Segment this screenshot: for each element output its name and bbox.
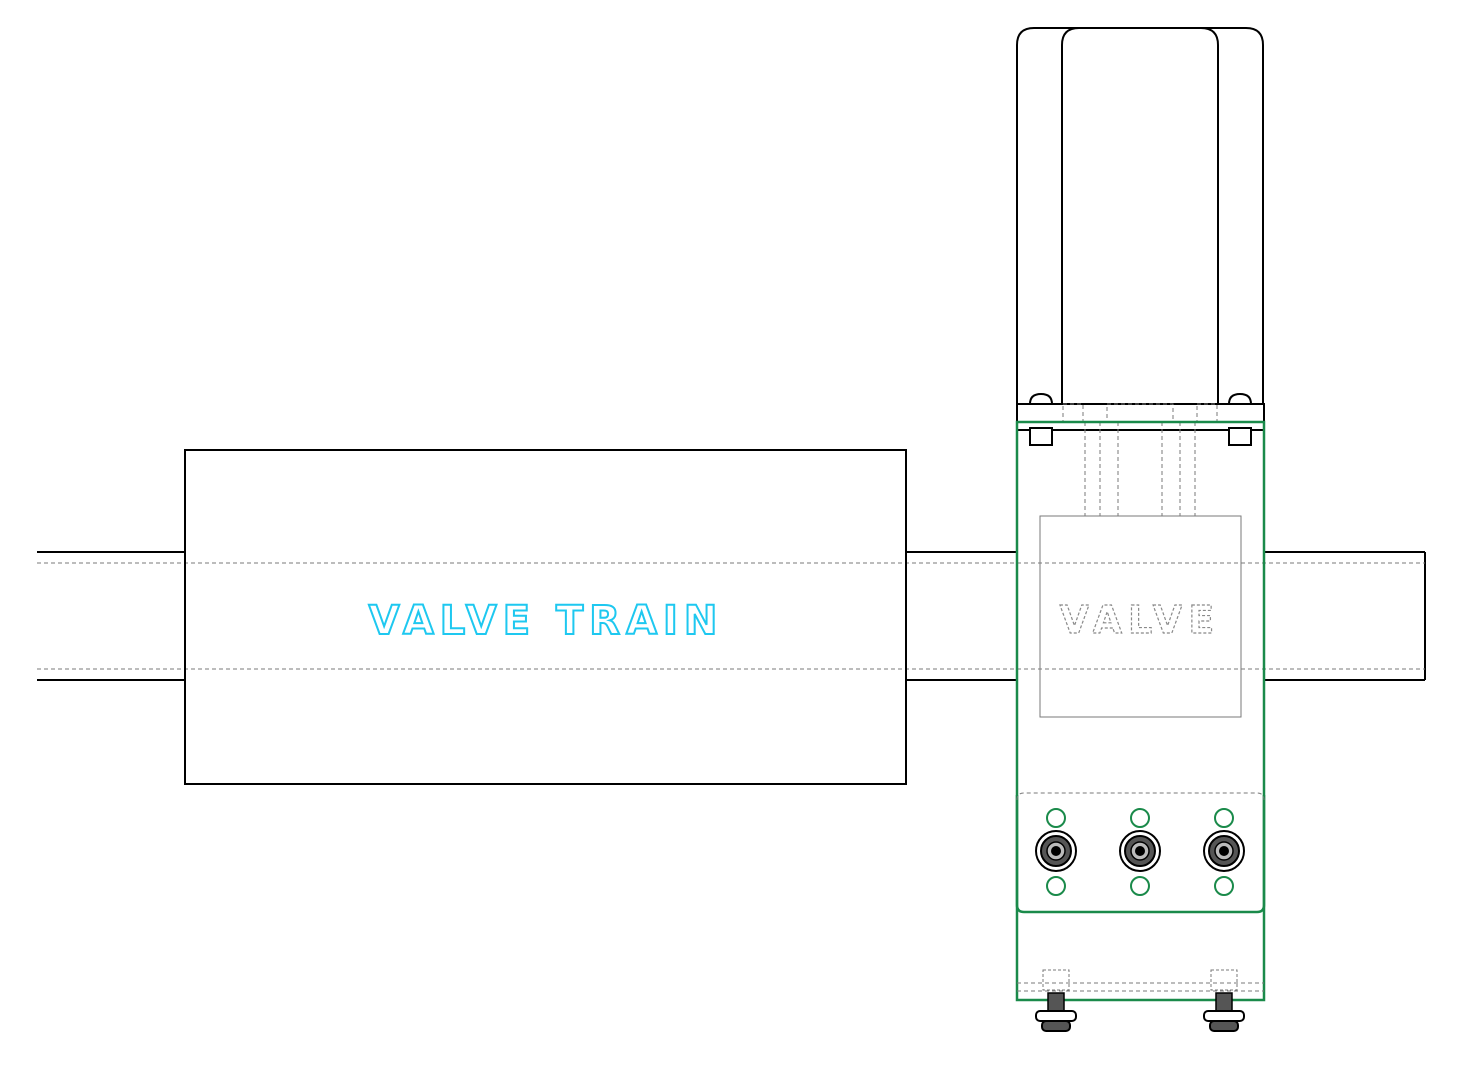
mounting-bolt-right-nut [1209,1020,1239,1032]
mounting-bolt-left-shank [1047,992,1065,1012]
port-fitting-1-bottom-hole [1046,876,1066,896]
actuator-bolt-right-nut [1228,427,1252,446]
port-fitting-3-top-hole [1214,808,1234,828]
mounting-bolt-left-washer [1035,1010,1077,1022]
valve-inner-block [1039,515,1242,718]
pipe-bore-hidden-lines [37,562,1425,670]
valve-core [1039,515,1242,718]
mounting-bolt-right [1203,969,1245,1032]
actuator-bolt-left-nut [1029,427,1053,446]
valve-port-panel [1015,795,1266,914]
pipe [37,551,1426,681]
mounting-bolt-left [1035,969,1077,1032]
mounting-bolt-right-hidden-head [1210,969,1238,991]
actuator-bolts [1028,392,1253,446]
stem-right-guide [1196,403,1218,423]
stem-collar [1106,403,1174,423]
port-fitting-1 [1035,808,1077,896]
valve-hidden-details [1016,792,1265,992]
port-fitting-1-top-hole [1046,808,1066,828]
port-fitting-2-bore [1135,846,1145,856]
stem-left-guide [1062,403,1084,423]
valve-label: VALVE [1060,598,1221,642]
port-fitting-1-bore [1051,846,1061,856]
valve-train-label: VALVE TRAIN [369,598,724,644]
valve-train-housing [184,449,907,785]
port-panel-top-hidden [1016,792,1265,801]
valve-assembly [1015,420,1266,1002]
port-fitting-2 [1119,808,1161,896]
mounting-bolt-left-nut [1041,1020,1071,1032]
mounting-bolt-right-shank [1215,992,1233,1012]
actuator-outer-shell [1016,27,1264,404]
port-fitting-3-bore [1219,846,1229,856]
valve-body [1015,420,1266,1002]
actuator-base-plate [1016,403,1265,423]
actuator-cover [1016,27,1265,431]
actuator-inner-shell [1061,27,1219,404]
actuator-stem-hidden-lines [1062,403,1218,516]
actuator-bolt-left-head [1028,392,1054,405]
port-fitting-2-bottom-hole [1130,876,1150,896]
actuator-bolt-right-head [1227,392,1253,405]
port-fitting-3 [1203,808,1245,896]
port-fitting-3-bottom-hole [1214,876,1234,896]
mounting-bolt-left-hidden-head [1042,969,1070,991]
mounting-bolt-right-washer [1203,1010,1245,1022]
port-fitting-2-top-hole [1130,808,1150,828]
